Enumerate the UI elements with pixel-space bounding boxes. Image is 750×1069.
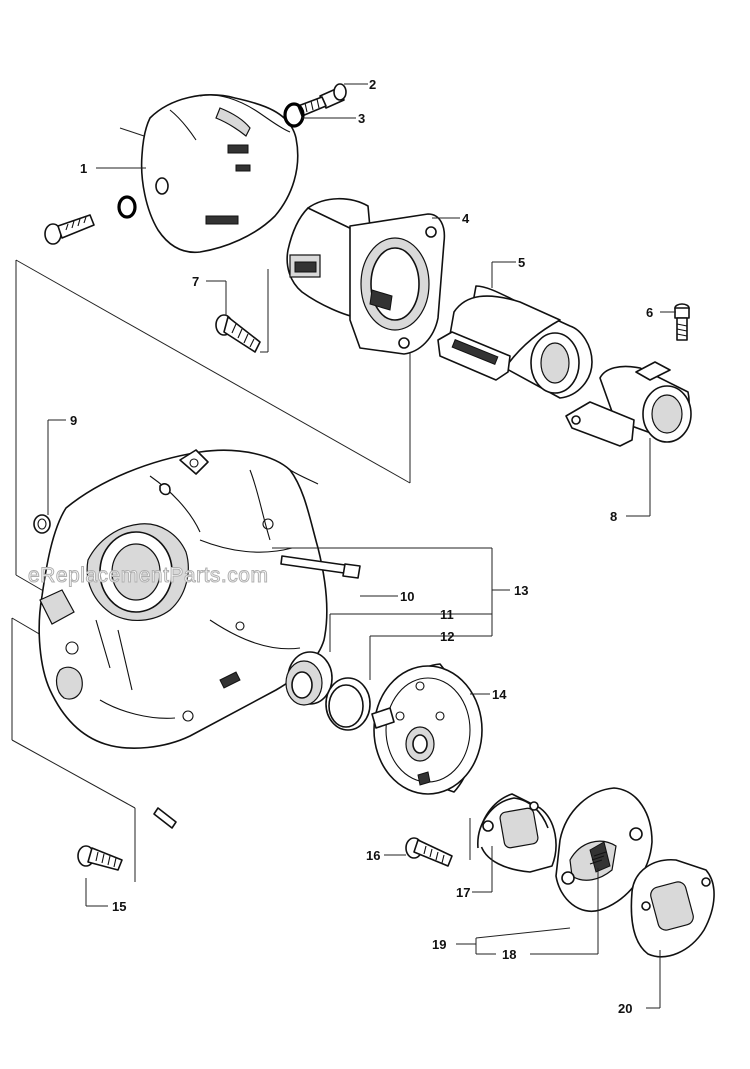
callout-14: 14: [492, 687, 507, 702]
callout-4: 4: [462, 211, 470, 226]
part-17-plate: [477, 793, 557, 873]
part-1-cover: [140, 94, 299, 254]
crankcase-pin: [153, 807, 177, 829]
part-18-clutch: [555, 787, 653, 913]
callout-3: 3: [358, 111, 365, 126]
part-15-screw: [77, 845, 123, 871]
part-8-clamp: [565, 361, 692, 447]
callout-16: 16: [366, 848, 380, 863]
callout-1: 1: [80, 161, 87, 176]
callout-15: 15: [112, 899, 126, 914]
part-2-screw: [297, 83, 347, 117]
part-5-shoe: [437, 285, 593, 399]
callout-5: 5: [518, 255, 525, 270]
part-10-pin: [280, 555, 361, 579]
callout-18: 18: [502, 947, 516, 962]
callout-11: 11: [440, 607, 454, 622]
part-3-o-ring: [283, 102, 305, 128]
callout-10: 10: [400, 589, 414, 604]
callout-19: 19: [432, 937, 446, 952]
callout-13: 13: [514, 583, 528, 598]
part-14-clutch-drum: [371, 663, 483, 795]
part-4-housing: [286, 197, 446, 355]
part-11-bearing: [285, 651, 333, 706]
part-12-circlip: [325, 677, 371, 731]
part-6-bolt: [674, 303, 690, 341]
part-1-screw: [44, 195, 137, 245]
callout-6: 6: [646, 305, 653, 320]
callout-12: 12: [440, 629, 454, 644]
crankcase: [38, 449, 328, 749]
callout-leaders: [47, 83, 676, 1009]
callout-9: 9: [70, 413, 77, 428]
callout-7: 7: [192, 274, 199, 289]
part-9-ring: [33, 514, 51, 534]
callout-2: 2: [369, 77, 376, 92]
callout-20: 20: [618, 1001, 632, 1016]
part-16-screw: [405, 837, 453, 867]
watermark: eReplacementParts.com: [28, 564, 268, 587]
part-20-gasket: [630, 859, 715, 958]
part-7-screw: [215, 314, 261, 353]
callout-8: 8: [610, 509, 617, 524]
callout-17: 17: [456, 885, 470, 900]
